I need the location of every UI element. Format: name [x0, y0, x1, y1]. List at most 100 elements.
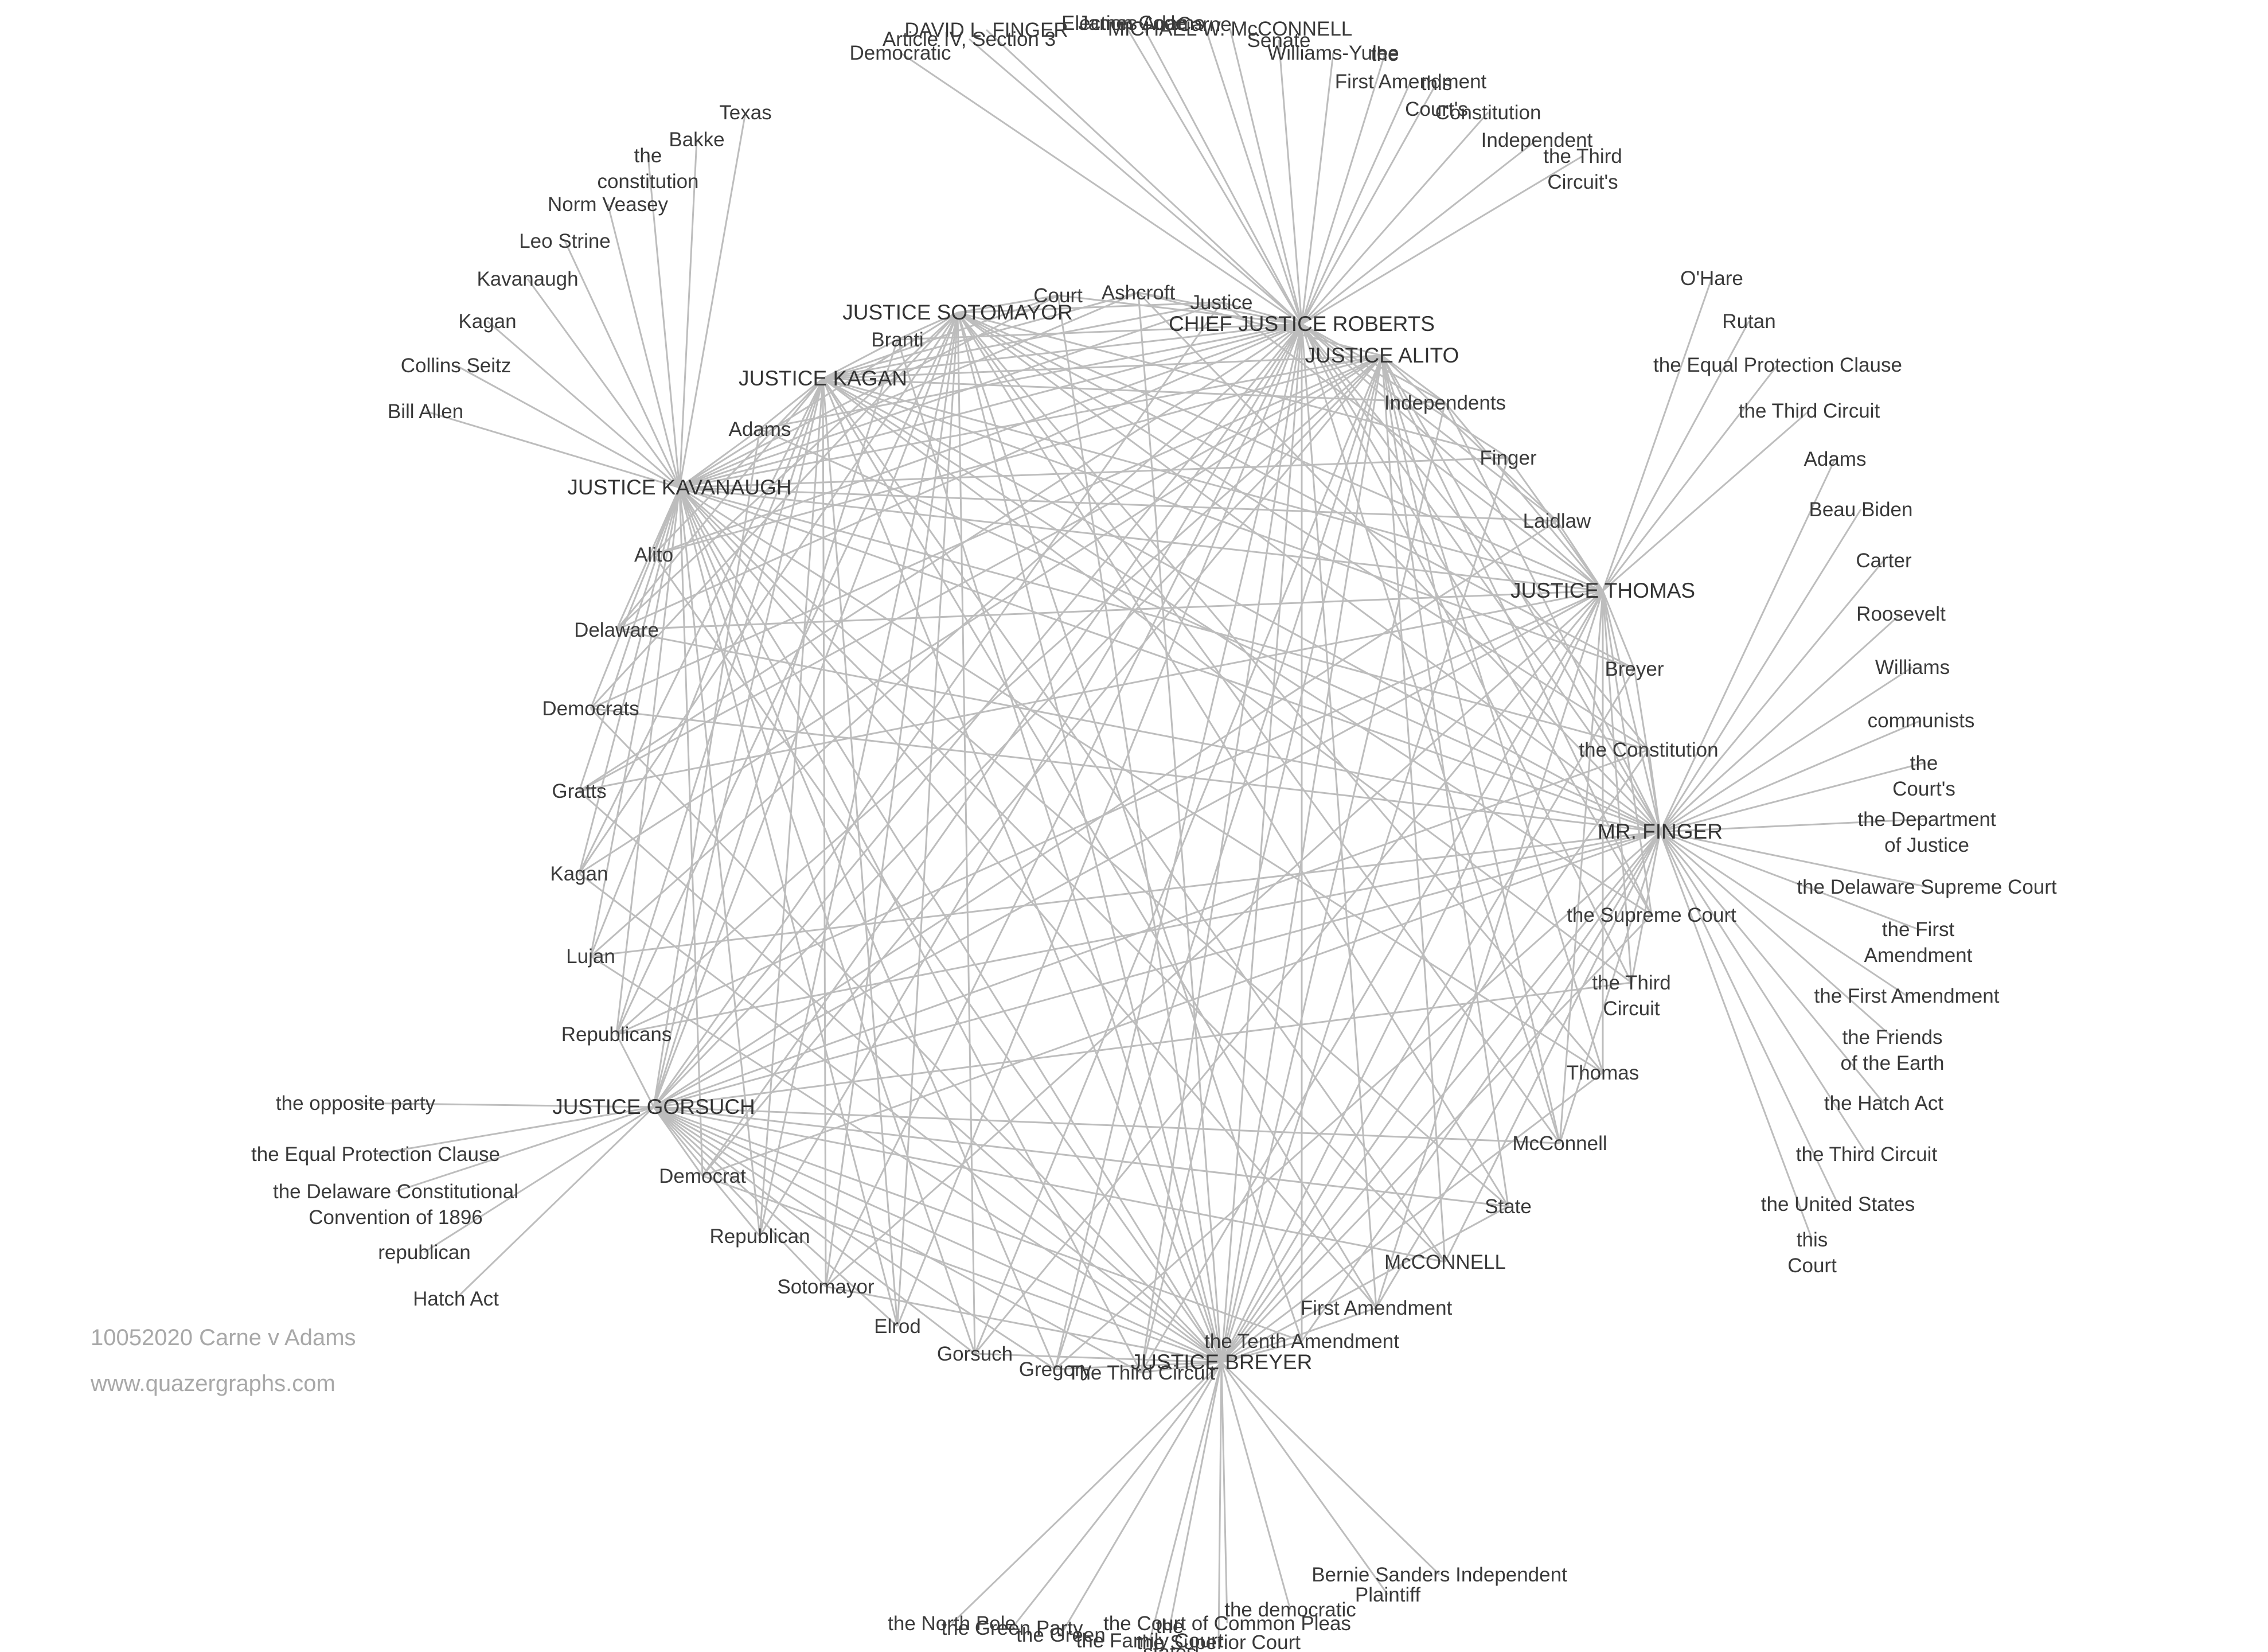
edge-finger-c2: [1137, 291, 1661, 833]
node-label-c18: the Tenth Amendment: [1204, 1330, 1399, 1353]
edge-sotomayor-breyer: [957, 312, 1223, 1363]
edge-breyer-b2: [1011, 1362, 1223, 1628]
node-label-c14: McConnell: [1512, 1132, 1607, 1155]
node-label-t6: James Adams: [1078, 12, 1204, 34]
node-label-b6: the Superior Court: [1137, 1631, 1301, 1652]
edge-gorsuch-c21: [653, 1106, 975, 1355]
edge-sotomayor-c3: [957, 301, 1222, 314]
edge-gorsuch-g2: [375, 1106, 654, 1155]
edge-thomas-gorsuch: [653, 590, 1603, 1108]
node-label-g5: Hatch Act: [413, 1288, 499, 1310]
edge-sotomayor-c21: [957, 312, 976, 1354]
edge-sotomayor-c30: [590, 311, 959, 710]
edge-thomas-breyer: [1220, 590, 1604, 1363]
node-label-r6: Beau Biden: [1809, 498, 1913, 521]
edge-roberts-gorsuch: [653, 324, 1303, 1108]
node-label-r10: communists: [1868, 710, 1975, 732]
edge-finger-r14: [1660, 831, 1919, 930]
edge-roberts-t3: [969, 38, 1302, 325]
node-label-c4: Branti: [871, 329, 923, 351]
node-label-c22: Elrod: [874, 1315, 921, 1338]
watermark-url[interactable]: www.quazergraphs.com: [91, 1371, 335, 1396]
node-label-c7: Finger: [1480, 447, 1537, 469]
edge-kagan-c26: [615, 378, 824, 1035]
edge-breyer-c7: [1220, 457, 1509, 1363]
edge-breyer-c20: [1055, 1361, 1222, 1370]
edge-thomas-c6: [1444, 402, 1604, 591]
edge-roberts-breyer: [1220, 324, 1303, 1363]
edge-alito-gorsuch: [653, 354, 1383, 1108]
edge-kavanaugh-c22: [678, 487, 899, 1327]
edge-kagan-c17: [822, 378, 1377, 1308]
node-label-c25: Democrat: [659, 1165, 746, 1187]
edge-gorsuch-g1: [355, 1102, 654, 1108]
hub-label-kagan: JUSTICE KAGAN: [739, 367, 907, 390]
edge-kavanaugh-c31: [615, 487, 681, 630]
node-label-t13: Constitution: [1435, 102, 1541, 124]
edge-gorsuch-c18: [653, 1106, 1302, 1342]
node-label-r15: the First Amendment: [1814, 985, 2000, 1007]
edge-kagan-c27: [590, 378, 824, 957]
node-label-b5: thestates: [1143, 1615, 1196, 1652]
edge-finger-c16: [1444, 831, 1661, 1263]
edge-gorsuch-c25: [653, 1106, 704, 1176]
node-label-c32: Alito: [634, 544, 673, 566]
edge-breyer-c11: [1220, 914, 1653, 1363]
edge-kavanaugh-c27: [590, 487, 681, 957]
edge-kavanaugh-c5: [679, 428, 760, 489]
hub-label-sotomayor: JUSTICE SOTOMAYOR: [842, 301, 1073, 324]
node-label-l9: Bill Allen: [388, 400, 463, 423]
edge-thomas-r1: [1602, 278, 1713, 591]
edge-finger-r19: [1659, 831, 1839, 1205]
edge-kavanaugh-c28: [578, 487, 681, 874]
edge-kagan-breyer: [822, 378, 1223, 1363]
edge-kavanaugh-finger: [679, 486, 1661, 833]
edge-breyer-b6: [1217, 1362, 1223, 1643]
node-label-t10: the: [1371, 43, 1399, 65]
edge-kavanaugh-c16: [678, 486, 1446, 1263]
node-label-t14: Independent: [1481, 129, 1593, 151]
edge-roberts-c3: [1221, 301, 1302, 325]
edge-gorsuch-c12: [653, 981, 1632, 1108]
edge-gorsuch-c15: [653, 1106, 1509, 1207]
edge-thomas-c8: [1556, 520, 1604, 591]
edge-kavanaugh-c13: [679, 486, 1603, 1074]
edge-roberts-t7: [1203, 24, 1303, 325]
node-label-c16: McCONNELL: [1384, 1251, 1506, 1273]
edge-alito-c21: [974, 355, 1383, 1354]
node-label-b7: the Court of Common Pleas: [1103, 1612, 1351, 1635]
edge-thomas-c29: [579, 590, 1603, 792]
edge-kavanaugh-l3: [647, 155, 681, 488]
edge-gorsuch-g5: [455, 1106, 655, 1300]
node-label-b1: the North Pole: [888, 1612, 1016, 1635]
node-label-b4: the Family Court: [1076, 1630, 1224, 1652]
edge-kavanaugh-c20: [678, 487, 1056, 1370]
node-label-c26: Republicans: [561, 1023, 672, 1046]
edge-kavanaugh-c8: [679, 486, 1557, 522]
edge-roberts-thomas: [1301, 323, 1603, 592]
node-label-c28: Kagan: [550, 863, 608, 885]
edge-breyer-c19: [1141, 1361, 1222, 1374]
node-label-c9: Breyer: [1605, 658, 1664, 680]
edge-gorsuch-c5: [653, 428, 761, 1108]
edge-gorsuch-c14: [653, 1106, 1560, 1144]
edge-finger-r18: [1659, 831, 1868, 1155]
edge-gorsuch-c8: [653, 520, 1557, 1108]
hub-label-kavanaugh: JUSTICE KAVANAUGH: [567, 476, 791, 499]
edge-alito-c29: [579, 354, 1383, 792]
edge-thomas-r4: [1602, 410, 1810, 592]
node-label-t4: Democratic: [850, 42, 951, 64]
edge-finger-breyer: [1220, 831, 1661, 1363]
edge-sotomayor-c31: [615, 311, 959, 631]
edge-breyer-c10: [1220, 749, 1650, 1363]
node-label-g4: republican: [378, 1241, 471, 1264]
edge-breyer-c1: [1057, 295, 1223, 1363]
node-label-c3: Justice: [1190, 291, 1253, 314]
node-label-r19: the United States: [1761, 1193, 1915, 1215]
edge-roberts-kagan: [822, 323, 1302, 380]
edge-kavanaugh-l4: [607, 204, 681, 488]
edge-alito-c13: [1381, 355, 1604, 1073]
